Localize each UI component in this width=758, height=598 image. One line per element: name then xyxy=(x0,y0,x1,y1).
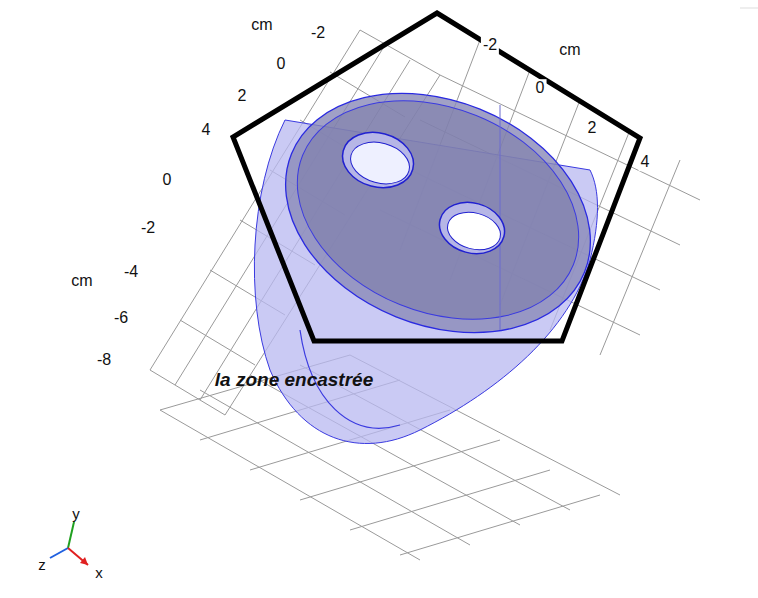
axis-tick: -2 xyxy=(481,36,499,54)
axis-tick: -6 xyxy=(112,309,130,327)
axis-name: z xyxy=(36,557,48,574)
axis-tick: -4 xyxy=(122,263,140,281)
axis-name: x xyxy=(93,565,105,582)
axis-tick: -2 xyxy=(139,219,157,237)
axis-tick: 0 xyxy=(275,55,288,73)
axis-tick: 4 xyxy=(639,153,652,171)
axis-tick: 4 xyxy=(200,121,213,139)
axis-tick: 0 xyxy=(534,79,547,97)
axis-tick: cm xyxy=(249,16,274,34)
axis-tick: 2 xyxy=(236,87,249,105)
zone-label: la zone encastrée xyxy=(213,370,375,391)
axis-tick: cm xyxy=(557,41,582,59)
axis-tick: cm xyxy=(69,272,94,290)
axis-tick: 2 xyxy=(586,119,599,137)
axis-tick: 0 xyxy=(161,171,174,189)
axis-tick: -2 xyxy=(309,24,327,42)
axis-name: y xyxy=(70,506,82,523)
axis-tick: -8 xyxy=(95,351,113,369)
